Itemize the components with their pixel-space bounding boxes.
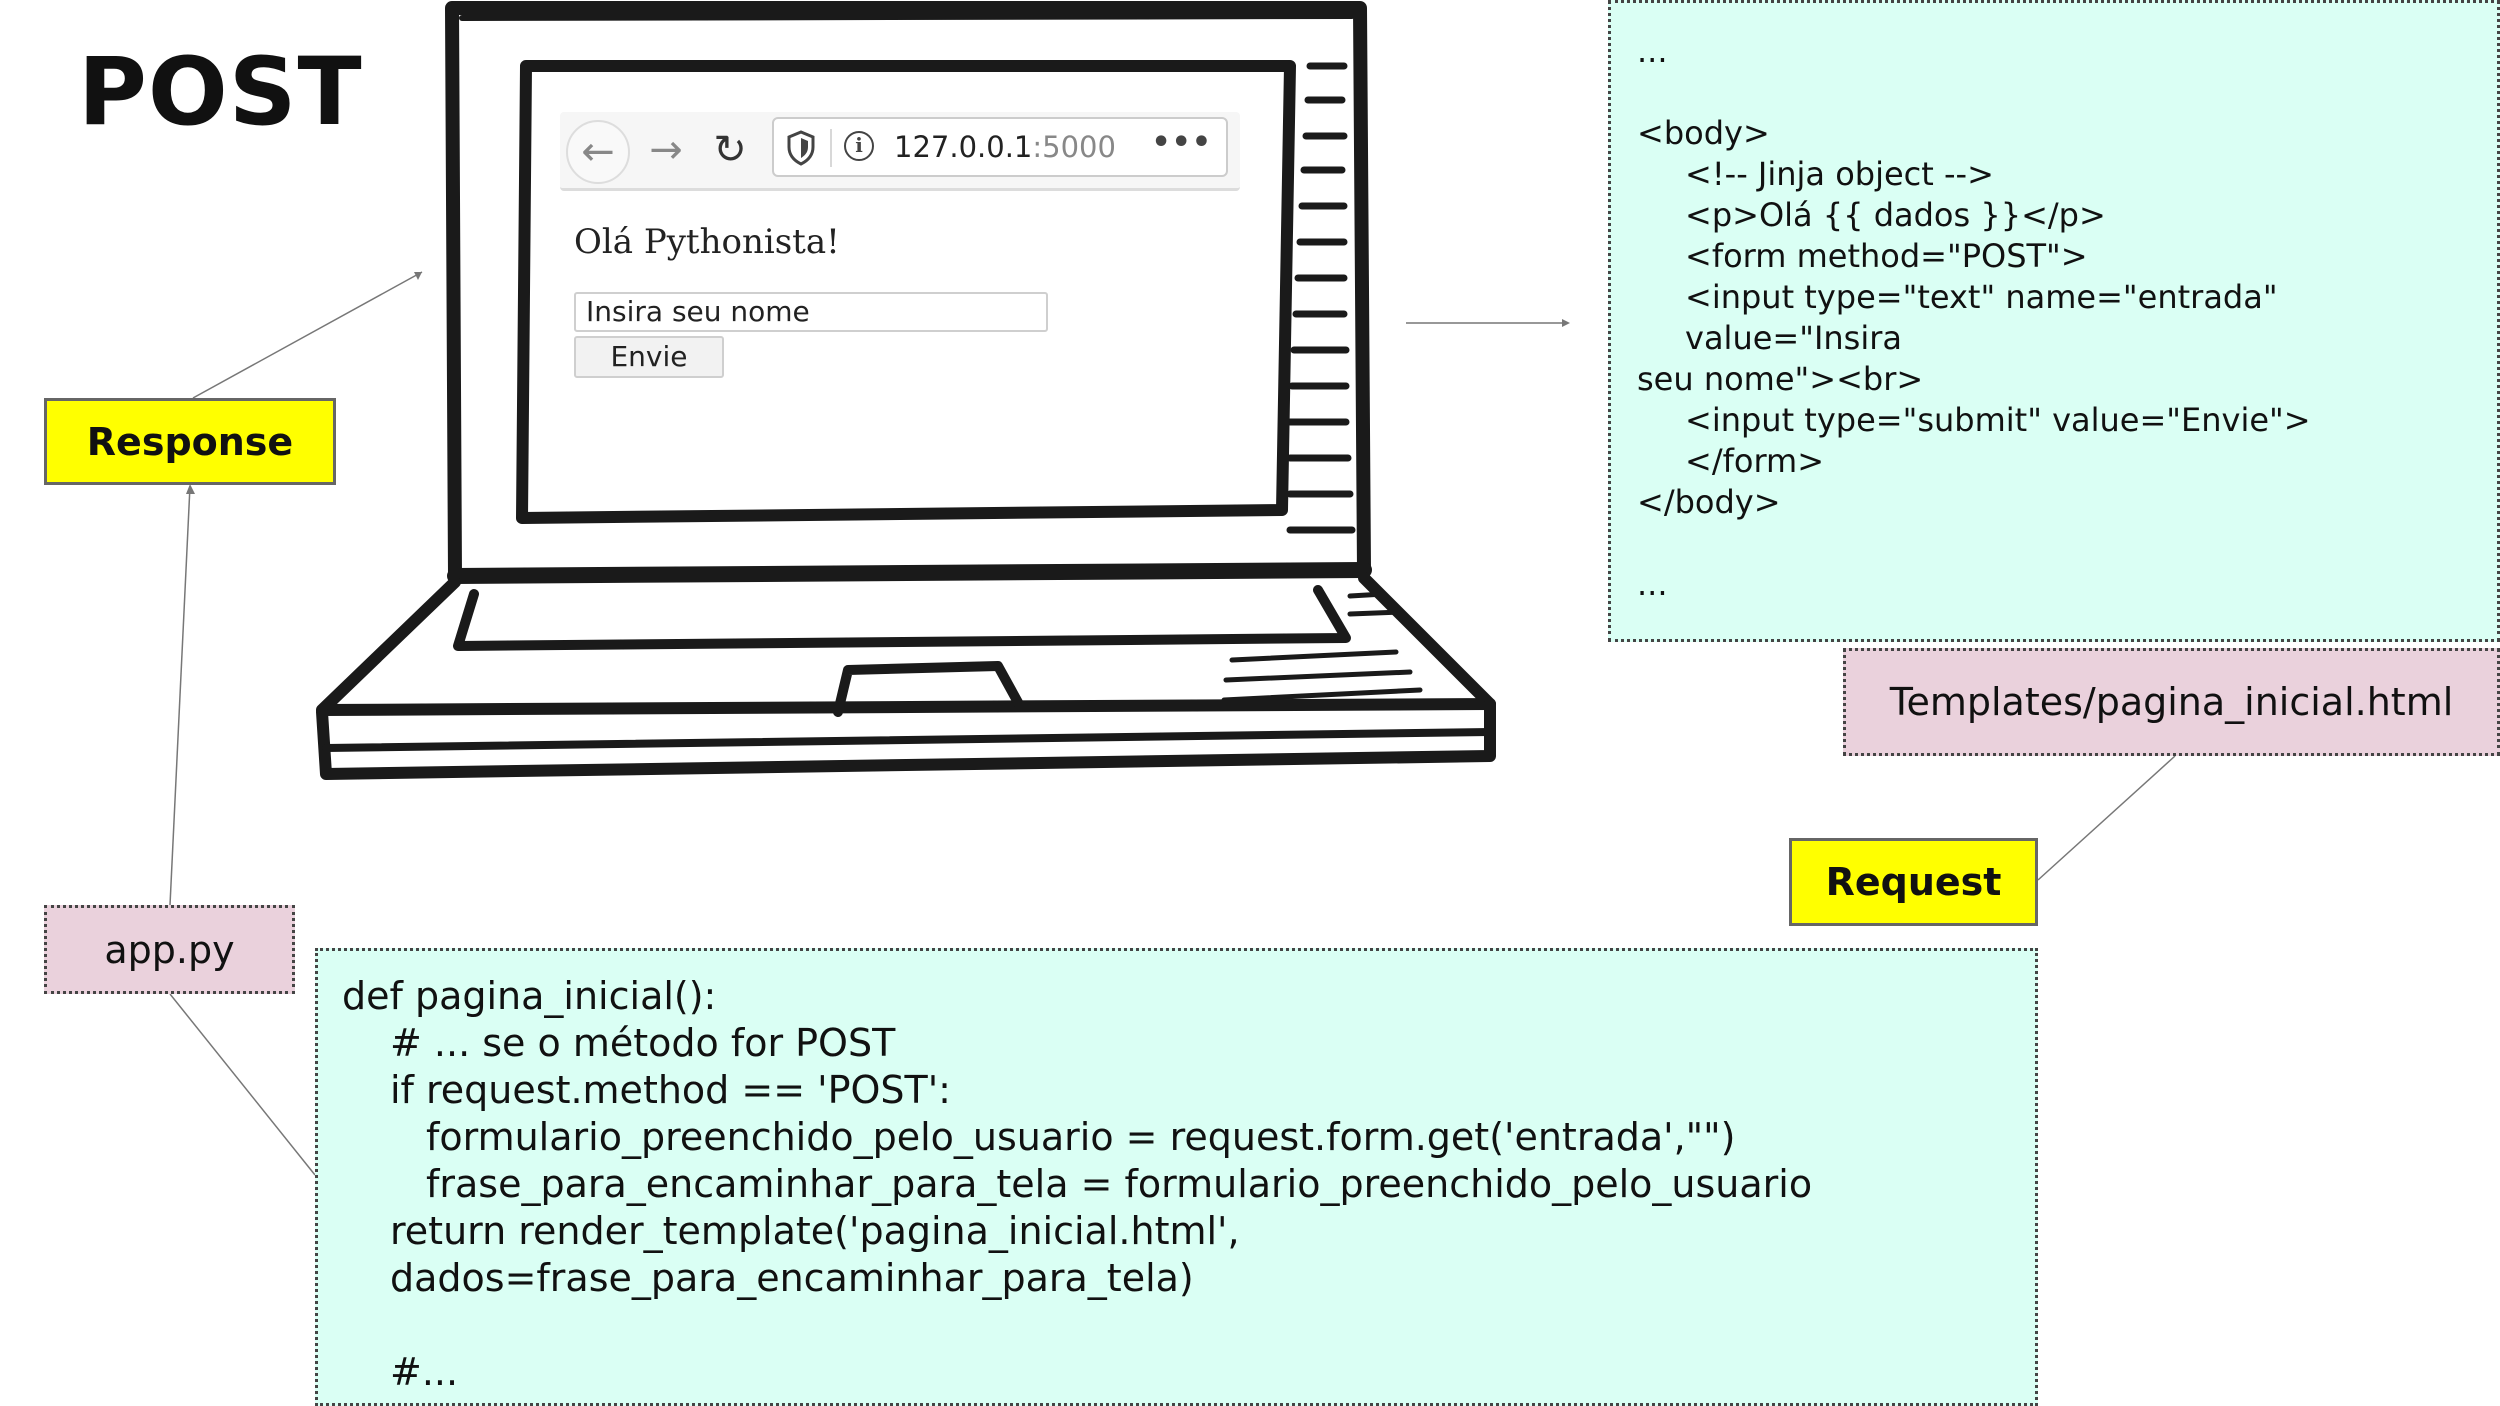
url-host: 127.0.0.1 (894, 130, 1033, 164)
reload-icon[interactable]: ↻ (713, 127, 747, 173)
shield-icon (787, 130, 815, 166)
code-line: # ... se o método for POST (390, 1021, 896, 1065)
code-line: <form method="POST"> (1685, 237, 2088, 275)
code-line: </form> (1685, 442, 1825, 480)
page-title: POST (78, 38, 363, 147)
code-line: formulario_preenchido_pelo_usuario = req… (426, 1115, 1736, 1159)
code-line: frase_para_encaminhar_para_tela = formul… (426, 1162, 1813, 1206)
arrowhead-laptop (414, 272, 422, 280)
more-icon[interactable]: ••• (1151, 125, 1212, 160)
url-separator (830, 129, 832, 167)
code-line: ... (1637, 32, 1668, 70)
app-file-label: app.py (44, 905, 295, 994)
code-line: def pagina_inicial(): (342, 974, 717, 1018)
code-line: #... (390, 1350, 459, 1394)
back-arrow-icon[interactable]: ← (566, 120, 630, 184)
request-label: Request (1789, 838, 2038, 926)
connector-template-request (2037, 755, 2176, 881)
code-line: <input type="submit" value="Envie"> (1685, 401, 2311, 439)
code-line: <body> (1637, 114, 1770, 152)
code-line: seu nome"><br> (1637, 360, 1924, 398)
code-line: return render_template('pagina_inicial.h… (390, 1209, 1252, 1300)
python-code: def pagina_inicial(): # ... se o método … (315, 948, 2038, 1406)
page-greeting: Olá Pythonista! (574, 222, 840, 262)
code-line: if request.method == 'POST': (390, 1068, 951, 1112)
info-icon[interactable]: i (844, 131, 874, 161)
arrowhead-response (186, 484, 195, 494)
connector-app-response (169, 485, 191, 906)
code-line: <!-- Jinja object --> (1685, 155, 1994, 193)
html-template-code: ... <body> <!-- Jinja object --> <p>Olá … (1608, 0, 2500, 642)
code-line: </body> (1637, 483, 1781, 521)
arrowhead-html (1562, 319, 1570, 327)
submit-button[interactable]: Envie (574, 336, 724, 378)
browser-toolbar: ← → ↻ i 127.0.0.1:5000 ••• (560, 112, 1240, 191)
url-port: :5000 (1032, 130, 1116, 164)
connector-app-code (169, 993, 316, 1176)
name-input[interactable]: Insira seu nome (574, 292, 1048, 332)
response-label: Response (44, 398, 336, 485)
code-line: <p>Olá {{ dados }}</p> (1685, 196, 2106, 234)
template-file-label: Templates/pagina_inicial.html (1843, 648, 2500, 756)
code-line: ... (1637, 565, 1668, 603)
forward-arrow-icon[interactable]: → (649, 127, 683, 173)
code-line (1637, 72, 2467, 113)
url-text: 127.0.0.1:5000 (894, 130, 1116, 164)
browser-window: ← → ↻ i 127.0.0.1:5000 ••• Olá Pythonist… (560, 112, 1240, 412)
code-line (1637, 523, 2467, 564)
address-bar[interactable]: i 127.0.0.1:5000 ••• (772, 117, 1228, 177)
code-line (342, 1302, 2009, 1349)
connector-response-laptop (192, 271, 423, 399)
code-line: <input type="text" name="entrada" value=… (1685, 278, 2288, 357)
